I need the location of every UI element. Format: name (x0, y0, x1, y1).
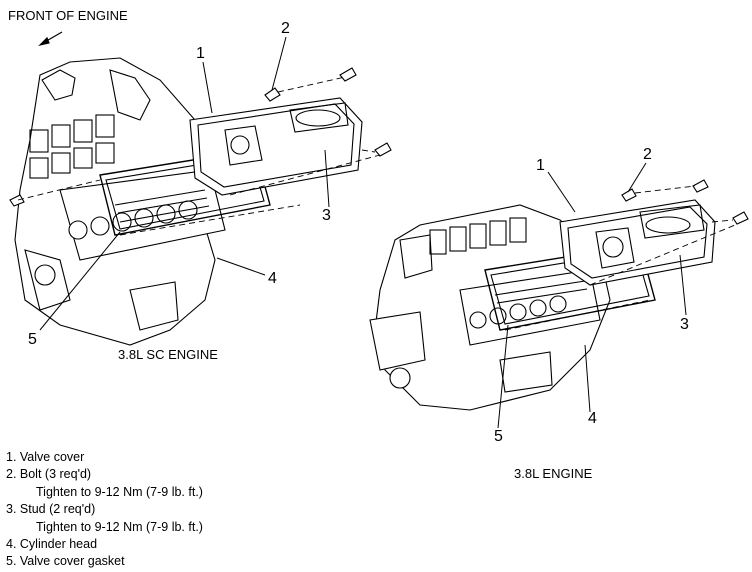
std-engine-drawing (369, 179, 749, 411)
sc-callout-4: 4 (268, 270, 277, 287)
legend-item: 1. Valve cover (6, 450, 85, 464)
std-engine-caption: 3.8L ENGINE (514, 466, 593, 481)
sc-callout-1: 1 (196, 45, 205, 62)
legend-item: Tighten to 9-12 Nm (7-9 lb. ft.) (36, 484, 203, 499)
front-of-engine-label: FRONT OF ENGINE (8, 8, 128, 23)
legend-item: Tighten to 9-12 Nm (7-9 lb. ft.) (36, 519, 203, 534)
parts-legend: 1. Valve cover 2. Bolt (3 req'd) Tighten… (6, 449, 203, 571)
std-callout-2: 2 (643, 146, 652, 163)
sc-engine-drawing (9, 57, 392, 346)
sc-engine-caption: 3.8L SC ENGINE (118, 347, 218, 362)
legend-item: 4. Cylinder head (6, 537, 98, 552)
legend-item: 3. Stud (2 req'd) (6, 502, 96, 517)
legend-item: 2. Bolt (3 req'd) (6, 467, 92, 482)
sc-callout-3: 3 (322, 207, 331, 224)
front-arrow (38, 31, 63, 47)
std-callout-5: 5 (494, 428, 503, 445)
sc-callout-2: 2 (281, 20, 290, 37)
std-callout-3: 3 (680, 316, 689, 333)
std-callout-1: 1 (536, 157, 545, 174)
legend-item: 5. Valve cover gasket (6, 554, 125, 569)
std-callout-4: 4 (588, 410, 597, 427)
sc-callout-5: 5 (28, 331, 37, 348)
